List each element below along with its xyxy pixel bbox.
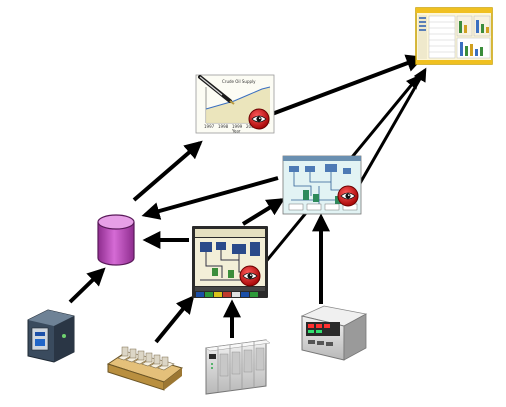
trend-chart-x-ticks: 1997 1998 1999 2000 bbox=[204, 124, 257, 129]
x-tick: 1997 bbox=[204, 124, 215, 129]
edge-process-hmi-to-dashboard bbox=[353, 67, 427, 193]
edges bbox=[68, 54, 427, 344]
edge-trend-chart-to-dashboard bbox=[263, 54, 425, 119]
badge-panel-hmi bbox=[239, 265, 261, 287]
plc-rack-icon bbox=[205, 339, 271, 395]
pen-icon bbox=[198, 75, 235, 105]
edge-database-to-trend-chart bbox=[132, 140, 203, 202]
hmi-panel-screen-icon bbox=[192, 226, 268, 298]
edge-gateway-to-database bbox=[68, 267, 106, 304]
network-gateway-icon bbox=[27, 309, 75, 363]
trend-chart-title: Crude Oil Supply bbox=[222, 79, 256, 84]
x-tick: 2000 bbox=[246, 124, 257, 129]
edge-panel-hmi-to-process-hmi bbox=[241, 198, 286, 226]
trend-chart-xlabel: Year bbox=[231, 129, 241, 134]
dashboard-screen-icon bbox=[415, 7, 493, 65]
badge-process-hmi bbox=[337, 185, 359, 207]
edge-process-hmi-to-database bbox=[141, 176, 279, 220]
eye-icon bbox=[340, 192, 356, 200]
edge-io-module-to-panel-hmi bbox=[154, 295, 195, 344]
badge-trend-chart bbox=[248, 108, 270, 130]
database-cylinder-icon bbox=[97, 214, 135, 266]
eye-icon bbox=[251, 115, 267, 123]
x-tick: 1998 bbox=[218, 124, 229, 129]
panel-controller-icon bbox=[300, 305, 368, 361]
eye-icon bbox=[242, 272, 258, 280]
io-terminal-module-icon bbox=[106, 346, 184, 391]
x-tick: 1999 bbox=[232, 124, 243, 129]
